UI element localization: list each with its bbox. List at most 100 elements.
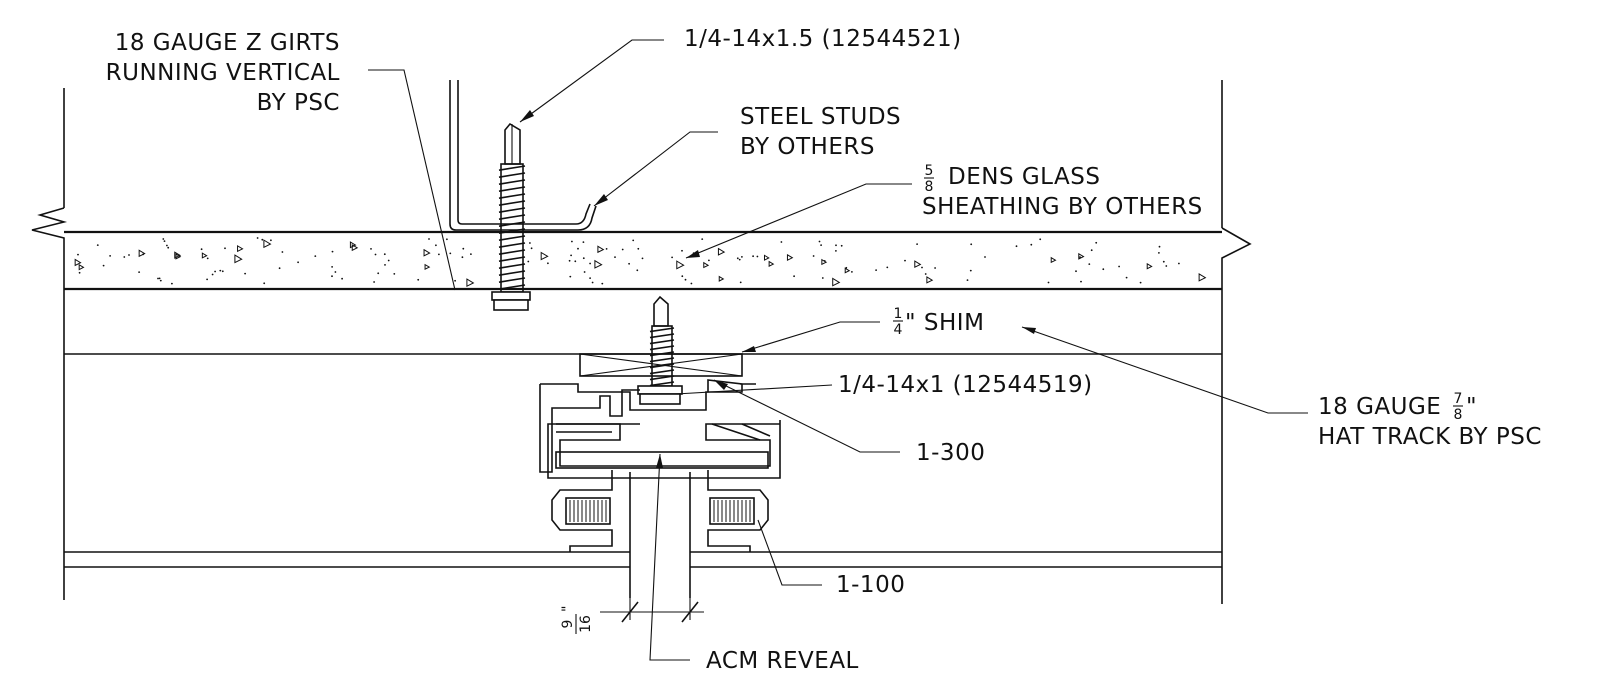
aggregate-dot [393, 273, 396, 275]
aggregate-dot [1158, 245, 1161, 248]
screw-mid-threads [649, 327, 675, 387]
acm-panel-faces [64, 472, 1222, 598]
aggregate-triangle [237, 245, 244, 253]
aggregate-dot [163, 240, 166, 243]
label-screw-mid: 1/4-14x1 (12544519) [838, 372, 1093, 398]
thread-line [498, 235, 526, 241]
thread-line [498, 207, 526, 213]
aggregate-dot [840, 244, 843, 247]
aggregate-dot [428, 238, 430, 240]
aggregate-dot [636, 269, 639, 272]
aggregate-dot [334, 271, 337, 273]
aggregate-triangle [201, 252, 208, 259]
label-hat-track-line1: 18 GAUGE [1318, 394, 1441, 420]
aggregate-dot [1118, 265, 1120, 268]
dimension-denominator: 16 [578, 615, 594, 633]
aggregate-dot [527, 260, 530, 263]
thread-line [649, 357, 675, 363]
thread-line [498, 214, 526, 220]
aggregate-dot [206, 278, 209, 281]
label-acm-reveal: ACM REVEAL [706, 648, 859, 674]
aggregate-dot [574, 260, 577, 263]
aggregate-dot [446, 238, 448, 241]
shim-fraction-numerator: 1 [894, 306, 903, 322]
aggregate-triangle [234, 254, 243, 264]
screw-top [491, 122, 531, 311]
aggregate-dot [214, 270, 217, 273]
aggregate-dot [583, 271, 586, 273]
aggregate-dot [547, 262, 549, 265]
aggregate-dot [123, 256, 126, 258]
aggregate-dot [374, 253, 377, 256]
label-part-1-100: 1-100 [836, 572, 905, 598]
aggregate-triangle [717, 247, 726, 256]
aggregate-dot [159, 279, 162, 282]
label-studs-line1: STEEL STUDS [740, 104, 901, 130]
thread-line [498, 193, 526, 199]
aggregate-triangle [1050, 256, 1057, 264]
aggregate-dot [570, 254, 572, 257]
shim-fraction-denominator: 4 [894, 322, 903, 338]
aggregate-triangle [174, 251, 182, 259]
aggregate-dot [109, 255, 111, 257]
aggregate-dot [1015, 245, 1018, 248]
aggregate-dot [1079, 256, 1081, 258]
aggregate-dot [632, 239, 635, 242]
thread-line [498, 200, 526, 206]
aggregate-triangle [1146, 262, 1153, 270]
aggregate-dot [934, 267, 936, 269]
aggregate-dot [756, 255, 759, 258]
aggregate-dot [738, 258, 741, 261]
aggregate-dot [438, 253, 440, 256]
label-z-girts-line2: RUNNING VERTICAL [106, 60, 340, 86]
aggregate-dot [331, 266, 333, 268]
aggregate-dot [875, 269, 877, 271]
aggregate-triangle [78, 263, 85, 271]
aggregate-dot [370, 248, 372, 250]
aggregate-dot [577, 247, 579, 250]
aggregate-dot [462, 247, 465, 250]
aggregate-dot [793, 275, 795, 278]
aggregate-triangle [676, 260, 685, 270]
aggregate-dot [435, 244, 437, 247]
aggregate-triangle [349, 241, 357, 249]
aggregate-dot [167, 246, 170, 249]
aggregate-dot [244, 272, 247, 275]
aggregate-dot [211, 273, 214, 276]
aggregate-dot [812, 255, 815, 257]
aggregate-dot [821, 277, 824, 279]
aggregate-dot [200, 248, 203, 251]
aggregate-dot [708, 259, 710, 262]
aggregate-dot [261, 238, 264, 241]
thread-line [649, 363, 675, 369]
extrusion-1-100-ribs [569, 500, 751, 522]
dens-fraction-numerator: 5 [925, 163, 934, 179]
aggregate-triangle [540, 251, 549, 261]
thread-line [498, 249, 526, 255]
label-screw-top: 1/4-14x1.5 (12544521) [684, 26, 962, 52]
aggregate-dot [270, 239, 272, 242]
aggregate-dot [1047, 281, 1050, 284]
aggregate-triangle [1198, 273, 1207, 282]
aggregate-dot [219, 269, 222, 272]
aggregate-dot [681, 275, 684, 278]
aggregate-triangle [423, 248, 431, 257]
aggregate-dot [568, 259, 571, 262]
aggregate-dot [671, 256, 673, 259]
aggregate-dot [835, 244, 837, 247]
aggregate-triangle [763, 254, 770, 261]
aggregate-dot [470, 253, 472, 256]
aggregate-dot [1165, 265, 1168, 267]
aggregate-dot [1102, 268, 1105, 271]
aggregate-triangle [926, 276, 934, 284]
aggregate-dot [96, 244, 99, 247]
leaders [368, 39, 1308, 661]
aggregate-dot [605, 248, 608, 250]
aggregate-dot [77, 253, 79, 256]
annotations: 18 GAUGE Z GIRTS RUNNING VERTICAL BY PSC… [106, 26, 1542, 674]
aggregate-dot [569, 275, 572, 278]
thread-line [498, 256, 526, 262]
label-z-girts-line1: 18 GAUGE Z GIRTS [115, 30, 340, 56]
thread-line [498, 284, 526, 290]
aggregate-dot [984, 256, 986, 258]
